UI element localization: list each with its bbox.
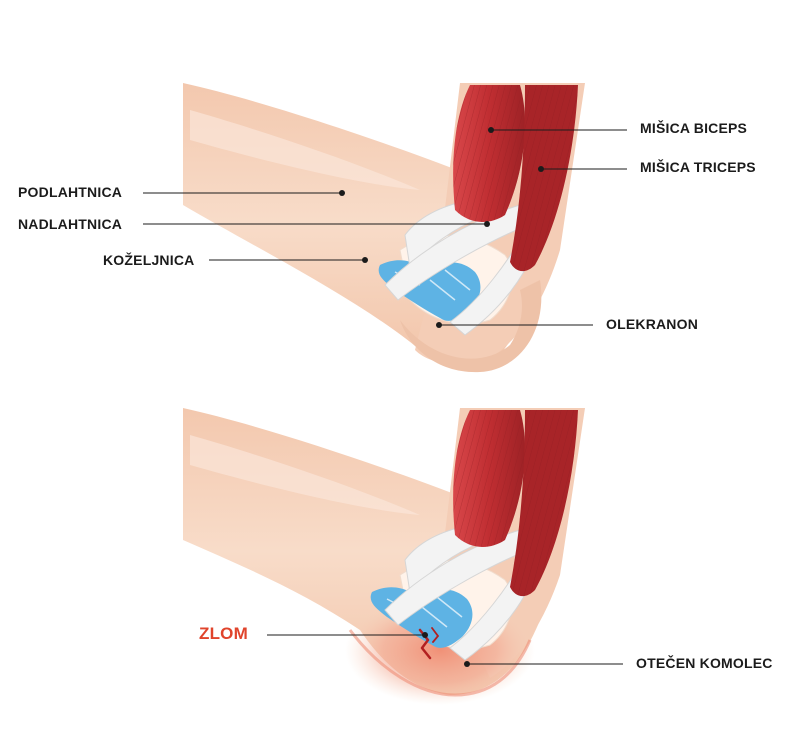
leader-lines xyxy=(143,127,627,667)
top-elbow-skin xyxy=(400,280,542,373)
bottom-arm xyxy=(183,408,585,705)
label-biceps: MIŠICA BICEPS xyxy=(640,120,748,136)
label-triceps: MIŠICA TRICEPS xyxy=(640,159,756,175)
top-forearm-highlight xyxy=(190,110,420,190)
label-forearm: PODLAHTNICA xyxy=(18,184,123,200)
label-radius: KOŽELJNICA xyxy=(103,252,195,268)
label-fracture: ZLOM xyxy=(199,624,248,643)
label-humerus: NADLAHTNICA xyxy=(18,216,123,232)
bottom-forearm-highlight xyxy=(190,435,420,515)
label-swollen-elbow: OTEČEN KOMOLEC xyxy=(636,655,773,671)
label-olecranon: OLEKRANON xyxy=(606,316,699,332)
top-arm xyxy=(183,83,585,373)
